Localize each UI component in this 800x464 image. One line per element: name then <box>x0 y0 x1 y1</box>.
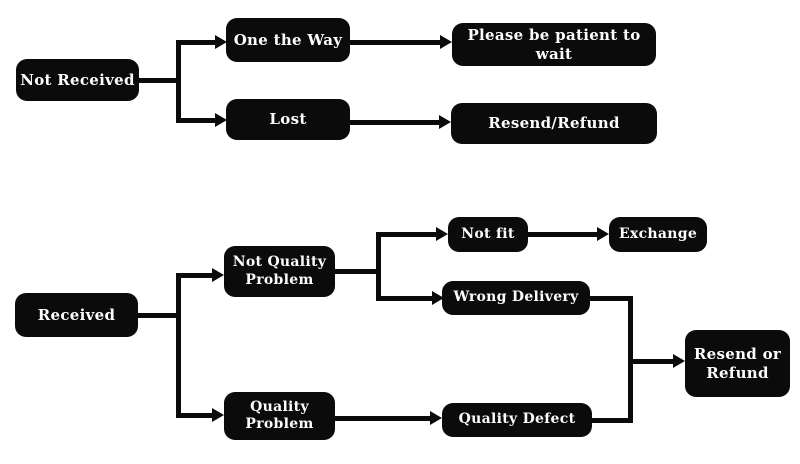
node-resend-or-refund: Resend or Refund <box>685 330 790 397</box>
edge-to-not-fit-line <box>379 232 437 237</box>
edge-to-one-the-way-arrowhead <box>215 35 227 49</box>
node-one-the-way: One the Way <box>226 18 350 62</box>
edge-lost-to-resend-line <box>349 120 440 125</box>
node-not-fit: Not fit <box>448 217 528 252</box>
edge-to-wrong-delivery-arrowhead <box>432 291 444 305</box>
node-quality-defect: Quality Defect <box>442 403 592 437</box>
edge-oneway-to-patient-line <box>349 40 441 45</box>
edge-wrong-delivery-out-line <box>589 296 633 301</box>
node-not-quality-problem: Not Quality Problem <box>224 246 335 297</box>
edge-oneway-to-patient-arrowhead <box>440 35 452 49</box>
edge-quality-to-defect-arrowhead <box>430 411 442 425</box>
edge-not-quality-branch-line <box>376 232 381 301</box>
edge-to-quality-problem-line <box>179 413 213 418</box>
edge-quality-defect-out-line <box>591 418 633 423</box>
edge-notfit-to-exchange-arrowhead <box>597 227 609 241</box>
edge-to-one-the-way-line <box>179 40 216 45</box>
edge-quality-to-defect-line <box>334 416 431 421</box>
edge-not-received-branch-line <box>176 40 181 123</box>
edge-to-not-quality-arrowhead <box>212 268 224 282</box>
edge-to-not-fit-arrowhead <box>436 227 448 241</box>
edge-to-resend-or-refund-line <box>630 359 674 364</box>
node-resend-refund: Resend/Refund <box>451 103 657 144</box>
node-quality-problem: Quality Problem <box>224 392 335 440</box>
edge-not-received-stub-line <box>139 78 180 83</box>
edge-received-stub-line <box>137 313 179 318</box>
node-please-be-patient: Please be patient to wait <box>452 23 656 66</box>
edge-to-quality-problem-arrowhead <box>212 408 224 422</box>
node-wrong-delivery: Wrong Delivery <box>442 281 590 315</box>
node-exchange: Exchange <box>609 217 707 252</box>
edge-not-quality-stub-line <box>334 269 380 274</box>
edge-to-lost-line <box>179 118 216 123</box>
edge-lost-to-resend-arrowhead <box>439 115 451 129</box>
edge-received-branch-line <box>176 273 181 418</box>
edge-notfit-to-exchange-line <box>527 232 598 237</box>
node-not-received: Not Received <box>16 59 139 101</box>
edge-to-lost-arrowhead <box>215 113 227 127</box>
node-received: Received <box>15 293 138 337</box>
edge-to-resend-or-refund-arrowhead <box>673 354 685 368</box>
node-lost: Lost <box>226 99 350 140</box>
edge-to-not-quality-line <box>179 273 213 278</box>
edge-to-wrong-delivery-line <box>379 296 433 301</box>
